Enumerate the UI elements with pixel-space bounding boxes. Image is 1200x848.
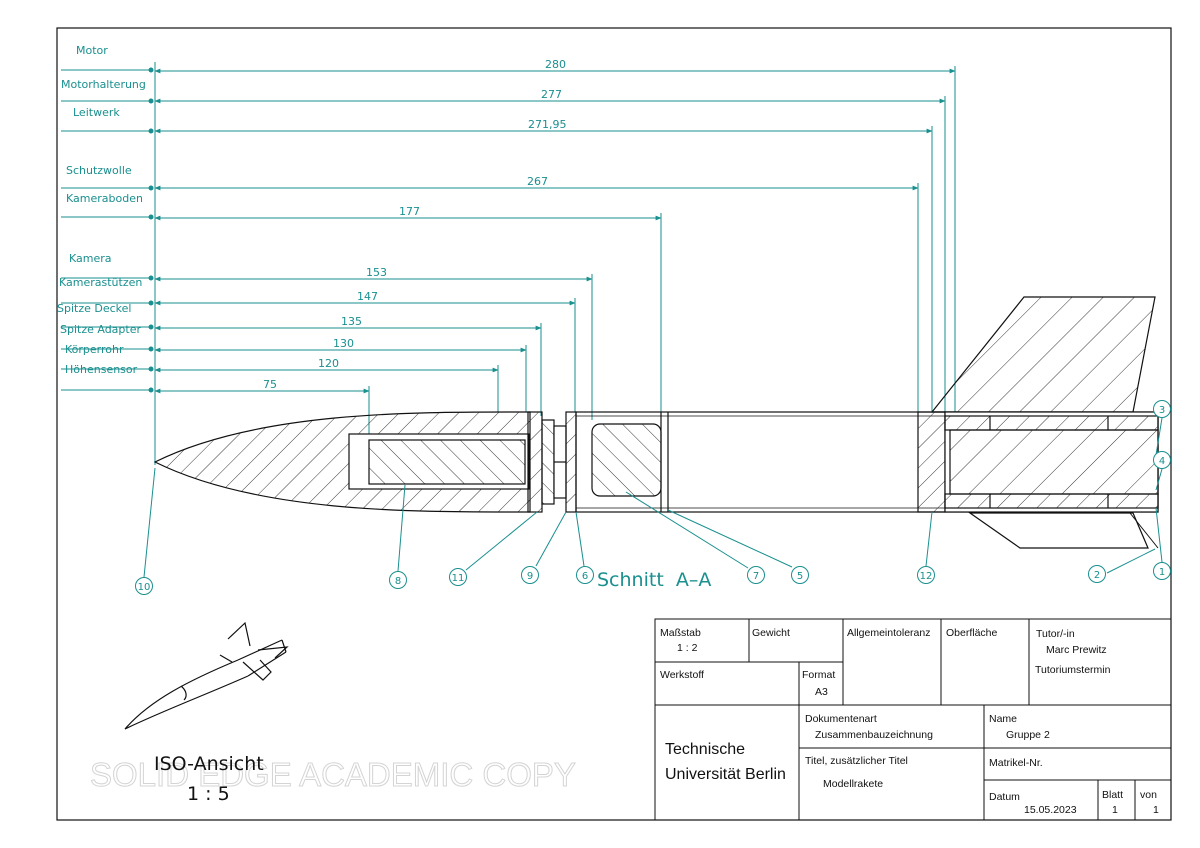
label-spitze-adapter: Spitze Adapter	[60, 323, 141, 336]
format-value: A3	[815, 686, 828, 698]
format-label: Format	[802, 669, 835, 681]
balloon-3: 3	[1159, 405, 1165, 416]
gewicht-label: Gewicht	[752, 627, 790, 639]
iso-title: ISO-Ansicht	[154, 753, 264, 775]
dimension-value: 135	[341, 315, 362, 328]
dokumentenart-label: Dokumentenart	[805, 713, 877, 725]
label-motor: Motor	[76, 44, 108, 57]
dimension-value: 75	[263, 378, 277, 391]
dimension-value: 153	[366, 266, 387, 279]
watermark: SOLID EDGE ACADEMIC COPY	[90, 756, 576, 793]
balloon-8: 8	[395, 576, 401, 587]
von-value: 1	[1153, 804, 1159, 816]
fin-bottom	[968, 512, 1149, 549]
label-schutzwolle: Schutzwolle	[66, 164, 132, 177]
label-spitze-deckel: Spitze Deckel	[57, 302, 131, 315]
balloon-11: 11	[452, 573, 465, 584]
dimension-value: 277	[541, 88, 562, 101]
institution-line2: Universität Berlin	[665, 766, 786, 783]
iso-scale: 1 : 5	[187, 783, 230, 805]
name-value: Gruppe 2	[1006, 729, 1050, 741]
title-block	[654, 618, 1172, 821]
label-motorhalterung: Motorhalterung	[61, 78, 146, 91]
titel-label: Titel, zusätzlicher Titel	[805, 755, 908, 767]
dimension-value: 177	[399, 205, 420, 218]
label-kameraboden: Kameraboden	[66, 192, 143, 205]
name-label: Name	[989, 713, 1017, 725]
massstab-value: 1 : 2	[677, 642, 698, 654]
dimension-value: 271,95	[528, 118, 567, 131]
component-labels: Motor Motorhalterung Leitwerk Schutzwoll…	[57, 44, 151, 391]
blatt-value: 1	[1112, 804, 1118, 816]
dimension-value: 120	[318, 357, 339, 370]
balloons	[135, 400, 1171, 595]
balloon-7: 7	[753, 571, 759, 582]
institution-line1: Technische	[665, 741, 745, 758]
datum-value: 15.05.2023	[1024, 804, 1077, 816]
werkstoff-label: Werkstoff	[660, 669, 704, 681]
rocket-section-view	[153, 296, 1159, 549]
tutoriumstermin-label: Tutoriumstermin	[1035, 664, 1111, 676]
allgemeintoleranz-label: Allgemeintoleranz	[847, 627, 930, 639]
fin-top	[930, 296, 1156, 413]
dimension-value: 280	[545, 58, 566, 71]
tutor-value: Marc Prewitz	[1046, 644, 1107, 656]
matrikel-label: Matrikel-Nr.	[989, 757, 1043, 769]
dimension-start-dots	[148, 67, 154, 393]
dimension-value: 130	[333, 337, 354, 350]
sheet-border	[56, 27, 1172, 821]
altimeter	[368, 439, 526, 485]
label-kamera: Kamera	[69, 252, 112, 265]
balloon-2: 2	[1094, 570, 1100, 581]
label-leitwerk: Leitwerk	[73, 106, 120, 119]
balloon-9: 9	[527, 571, 533, 582]
blatt-label: Blatt	[1102, 789, 1123, 801]
titel-value: Modellrakete	[823, 778, 883, 790]
balloon-6: 6	[582, 571, 588, 582]
motor	[949, 429, 1159, 495]
iso-view-rocket	[124, 621, 289, 730]
section-title: Schnitt A–A	[597, 569, 711, 591]
massstab-label: Maßstab	[660, 627, 701, 639]
tutor-label: Tutor/-in	[1036, 628, 1075, 640]
title-block-text: Maßstab 1 : 2 Gewicht Allgemeintoleranz …	[660, 627, 1159, 816]
oberflaeche-label: Oberfläche	[946, 627, 998, 639]
balloon-5: 5	[797, 571, 803, 582]
balloon-numbers: 1 2 3 4 5 6 7 8 9 10 11 12	[138, 405, 1166, 593]
dimension-value: 147	[357, 290, 378, 303]
dimension-lines	[154, 62, 956, 510]
camera	[591, 423, 662, 497]
balloon-leaders	[143, 417, 1163, 578]
dokumentenart-value: Zusammenbauzeichnung	[815, 729, 933, 741]
datum-label: Datum	[989, 791, 1020, 803]
von-label: von	[1140, 789, 1157, 801]
dimension-values: 280 277 271,95 267 177 153 147 135 130 1…	[263, 58, 567, 391]
adapter-block	[527, 411, 543, 513]
balloon-4: 4	[1159, 456, 1165, 467]
label-kamerastuetzen: Kamerastützen	[59, 276, 142, 289]
balloon-12: 12	[920, 571, 933, 582]
balloon-1: 1	[1159, 567, 1165, 578]
bulkhead	[917, 411, 946, 513]
balloon-10: 10	[138, 582, 151, 593]
dimension-value: 267	[527, 175, 548, 188]
